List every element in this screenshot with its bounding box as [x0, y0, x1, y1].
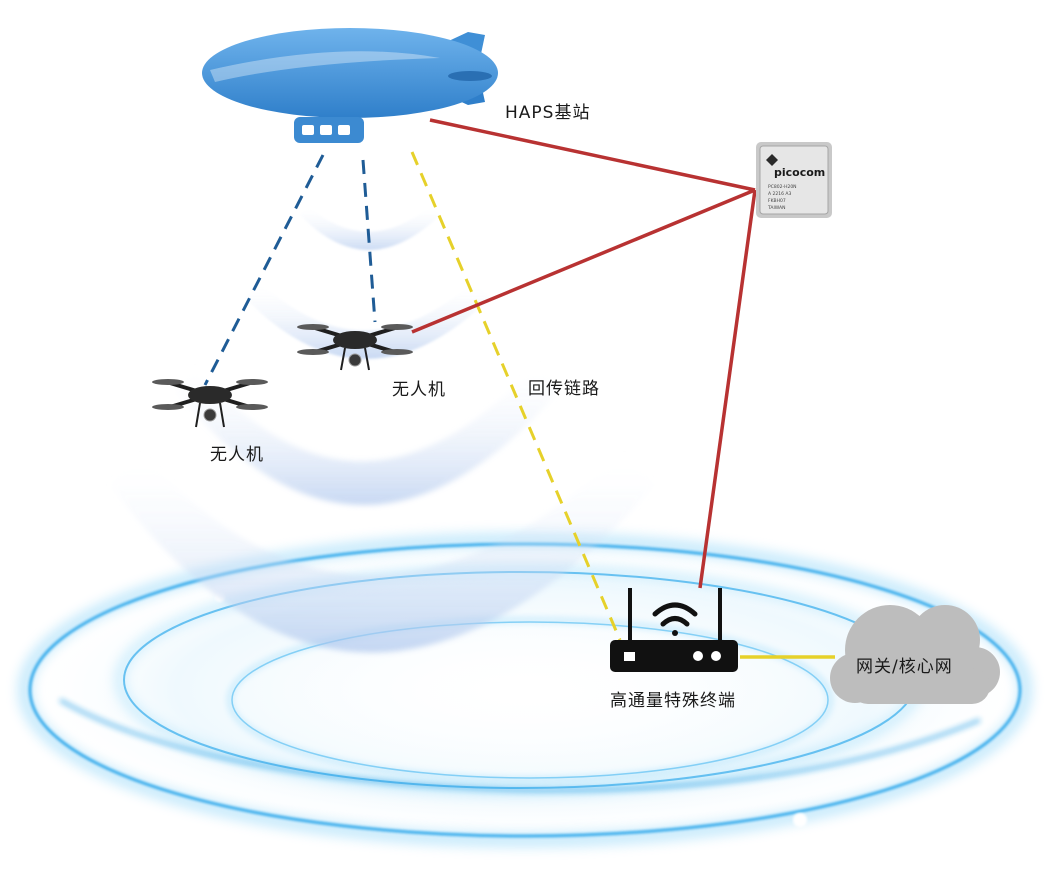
chip-brand: picocom	[774, 166, 825, 179]
chip-marking: FKBH07	[768, 198, 786, 204]
backhaul-label: 回传链路	[528, 379, 600, 399]
drone-icon	[152, 379, 268, 428]
cloud-icon	[830, 605, 1000, 704]
wifi-icon	[652, 602, 698, 636]
airship-icon	[202, 28, 498, 143]
drone-left-label: 无人机	[210, 445, 264, 465]
coverage-beams	[110, 205, 655, 653]
drone-right-label: 无人机	[392, 380, 446, 400]
terminal-label: 高通量特殊终端	[610, 691, 736, 711]
chip-marking: A 2216 A3	[768, 191, 791, 197]
backhaul-link	[410, 151, 622, 641]
haps-label: HAPS基站	[505, 103, 591, 123]
gateway-label: 网关/核心网	[856, 657, 953, 677]
router-icon	[610, 588, 738, 672]
chip-links	[411, 118, 757, 589]
chip-marking: PC802-H20N	[768, 184, 797, 190]
chip-icon: picocom PC802-H20N A 2216 A3 FKBH07 TAIW…	[756, 142, 832, 218]
link-haps-drone-left	[203, 154, 325, 386]
dashed-links	[203, 151, 622, 641]
link-haps-drone-right	[361, 159, 377, 323]
drone-icon	[297, 324, 413, 371]
chip-marking: TAIWAN	[767, 205, 785, 211]
